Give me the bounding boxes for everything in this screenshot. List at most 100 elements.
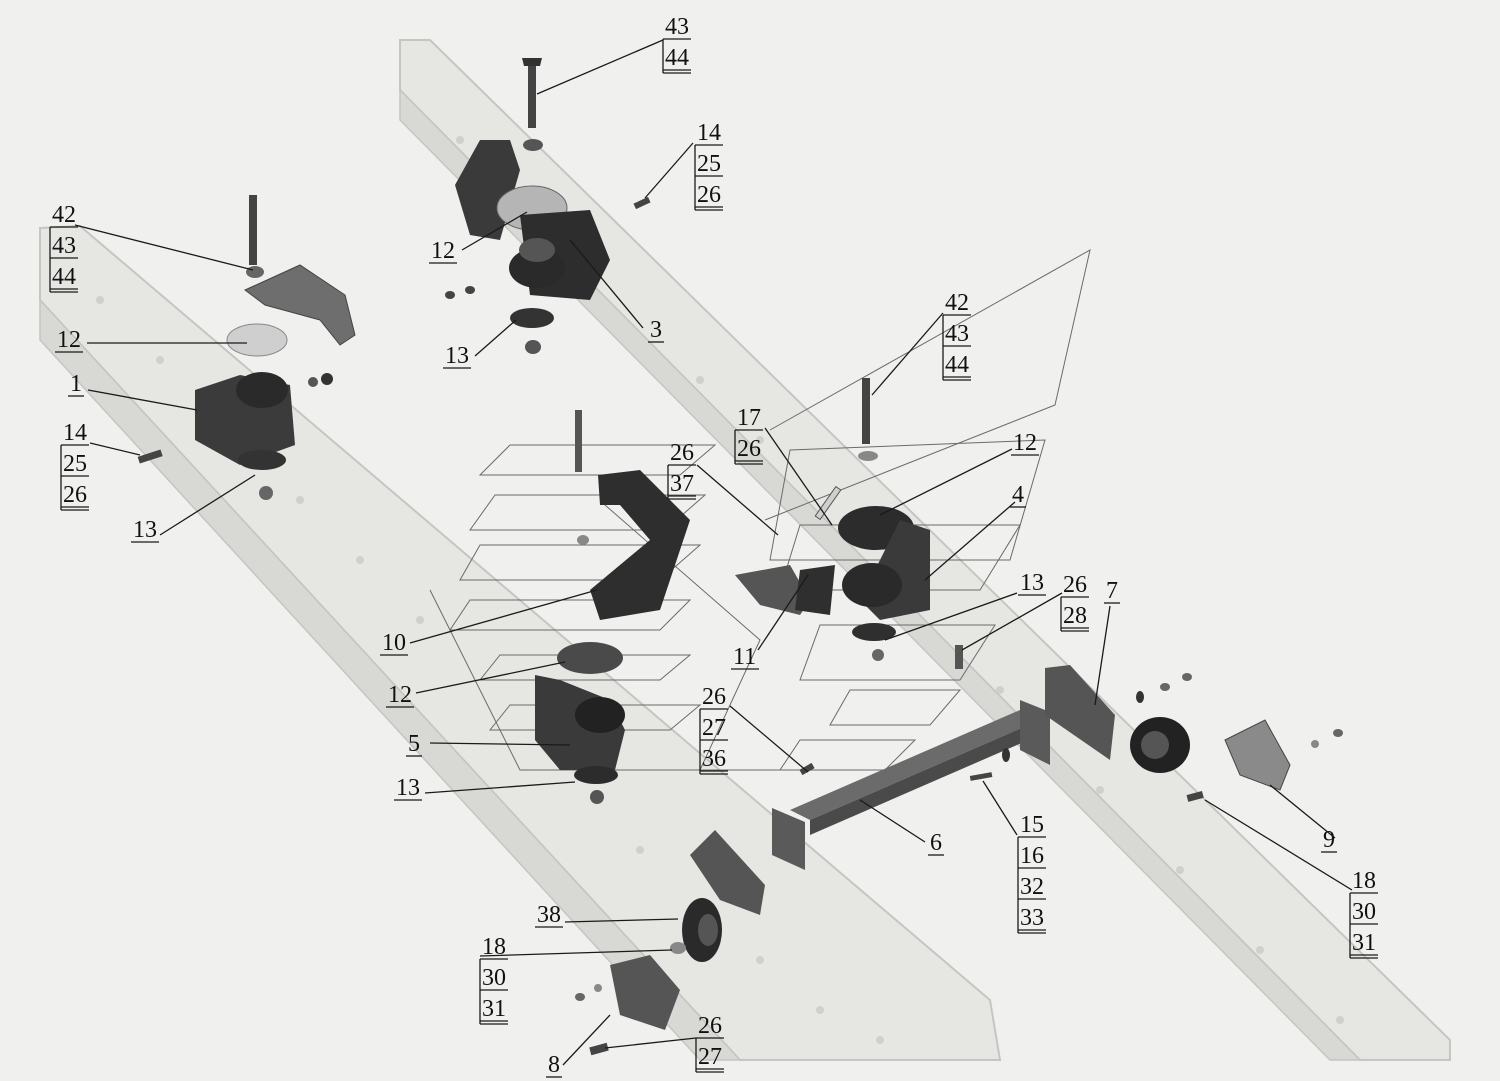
- callout-number: 17: [737, 405, 761, 431]
- callout-c-26-27-36: 26 27 36: [699, 684, 728, 775]
- callout-number: 42: [52, 202, 76, 228]
- callout-c-9: 9: [1321, 827, 1337, 853]
- callout-c-6: 6: [928, 830, 944, 856]
- callout-c-12-top: 12: [429, 238, 457, 264]
- callout-c-13-left: 13: [131, 517, 159, 543]
- callout-labels: 4344142526424344121211331425261342434417…: [49, 14, 1378, 1078]
- callout-number: 43: [665, 14, 689, 40]
- callout-number: 12: [431, 238, 455, 264]
- callout-number: 7: [1106, 578, 1118, 604]
- callout-c-13-mid: 13: [394, 775, 422, 801]
- callout-number: 1: [70, 371, 82, 397]
- callout-number: 18: [1352, 868, 1376, 894]
- callout-c-11: 11: [731, 644, 759, 670]
- callout-number: 12: [1013, 430, 1037, 456]
- callout-c-18-30-31-left: 18 30 31: [479, 934, 508, 1025]
- callout-number: 31: [482, 996, 506, 1022]
- callout-c-38: 38: [535, 902, 563, 928]
- callout-number: 4: [1012, 482, 1024, 508]
- callout-number: 43: [52, 233, 76, 259]
- mount-bracket-5: [535, 642, 625, 804]
- callout-number: 44: [945, 352, 969, 378]
- callout-number: 38: [537, 902, 561, 928]
- callout-c-12-left: 12: [55, 327, 83, 353]
- callout-number: 14: [63, 420, 87, 446]
- callout-c-18-30-31-right: 18 30 31: [1349, 868, 1378, 959]
- callout-number: 13: [445, 343, 469, 369]
- callout-number: 26: [697, 182, 721, 208]
- callout-number: 5: [408, 731, 420, 757]
- callout-c-12-right: 12: [1011, 430, 1039, 456]
- callout-number: 42: [945, 290, 969, 316]
- callout-number: 15: [1020, 812, 1044, 838]
- callout-number: 18: [482, 934, 506, 960]
- callout-number: 32: [1020, 874, 1044, 900]
- callout-number: 13: [1020, 570, 1044, 596]
- callout-number: 43: [945, 321, 969, 347]
- callout-number: 26: [698, 1013, 722, 1039]
- callout-number: 26: [1063, 572, 1087, 598]
- bracket-7: [1045, 665, 1192, 773]
- frame-rail-left: [39, 224, 1002, 1061]
- callout-number: 27: [702, 715, 726, 741]
- leader-lines: [74, 39, 1353, 1066]
- callout-number: 44: [52, 264, 76, 290]
- callout-number: 36: [702, 746, 726, 772]
- callout-number: 25: [697, 151, 721, 177]
- callout-number: 12: [57, 327, 81, 353]
- callout-number: 26: [737, 436, 761, 462]
- bracket-11: [735, 565, 835, 615]
- callout-number: 14: [697, 120, 721, 146]
- bracket-lower: [575, 830, 765, 1056]
- bracket-9: [1186, 719, 1343, 802]
- callout-c-42-43-44-mid: 42 43 44: [942, 290, 971, 381]
- callout-c-10: 10: [380, 630, 408, 656]
- callout-number: 8: [548, 1052, 560, 1078]
- callout-c-4: 4: [1010, 482, 1026, 508]
- callout-number: 26: [702, 684, 726, 710]
- projection-guides: [429, 249, 1091, 771]
- callout-number: 13: [133, 517, 157, 543]
- callout-c-5: 5: [406, 731, 422, 757]
- callout-c-15-16-32-33: 15 16 32 33: [1017, 812, 1046, 934]
- mount-bracket-4: [814, 378, 930, 661]
- callout-c-14-25-26-top: 14 25 26: [694, 120, 723, 211]
- callout-c-7: 7: [1104, 578, 1120, 604]
- callout-c-12-mid: 12: [386, 682, 414, 708]
- callout-number: 26: [63, 482, 87, 508]
- bracket-10: [575, 410, 690, 620]
- callout-number: 6: [930, 830, 942, 856]
- callout-c-8: 8: [546, 1052, 562, 1078]
- callout-number: 28: [1063, 603, 1087, 629]
- callout-number: 37: [670, 471, 694, 497]
- crossmember-6: [772, 645, 1050, 870]
- callout-c-13-top: 13: [443, 343, 471, 369]
- callout-number: 33: [1020, 905, 1044, 931]
- callout-c-42-43-44-left: 42 43 44: [49, 202, 78, 293]
- callout-number: 10: [382, 630, 406, 656]
- callout-number: 25: [63, 451, 87, 477]
- callout-number: 3: [650, 317, 662, 343]
- callout-number: 30: [1352, 899, 1376, 925]
- callout-number: 12: [388, 682, 412, 708]
- callout-number: 27: [698, 1044, 722, 1070]
- callout-c-3: 3: [648, 317, 664, 343]
- callout-number: 13: [396, 775, 420, 801]
- callout-number: 30: [482, 965, 506, 991]
- callout-number: 31: [1352, 930, 1376, 956]
- callout-number: 9: [1323, 827, 1335, 853]
- callout-number: 44: [665, 45, 689, 71]
- callout-number: 26: [670, 440, 694, 466]
- callout-number: 11: [733, 644, 756, 670]
- callout-c-13-right: 13: [1018, 570, 1046, 596]
- callout-number: 16: [1020, 843, 1044, 869]
- callout-c-1: 1: [68, 371, 84, 397]
- callout-c-14-25-26-left: 14 25 26: [60, 420, 89, 511]
